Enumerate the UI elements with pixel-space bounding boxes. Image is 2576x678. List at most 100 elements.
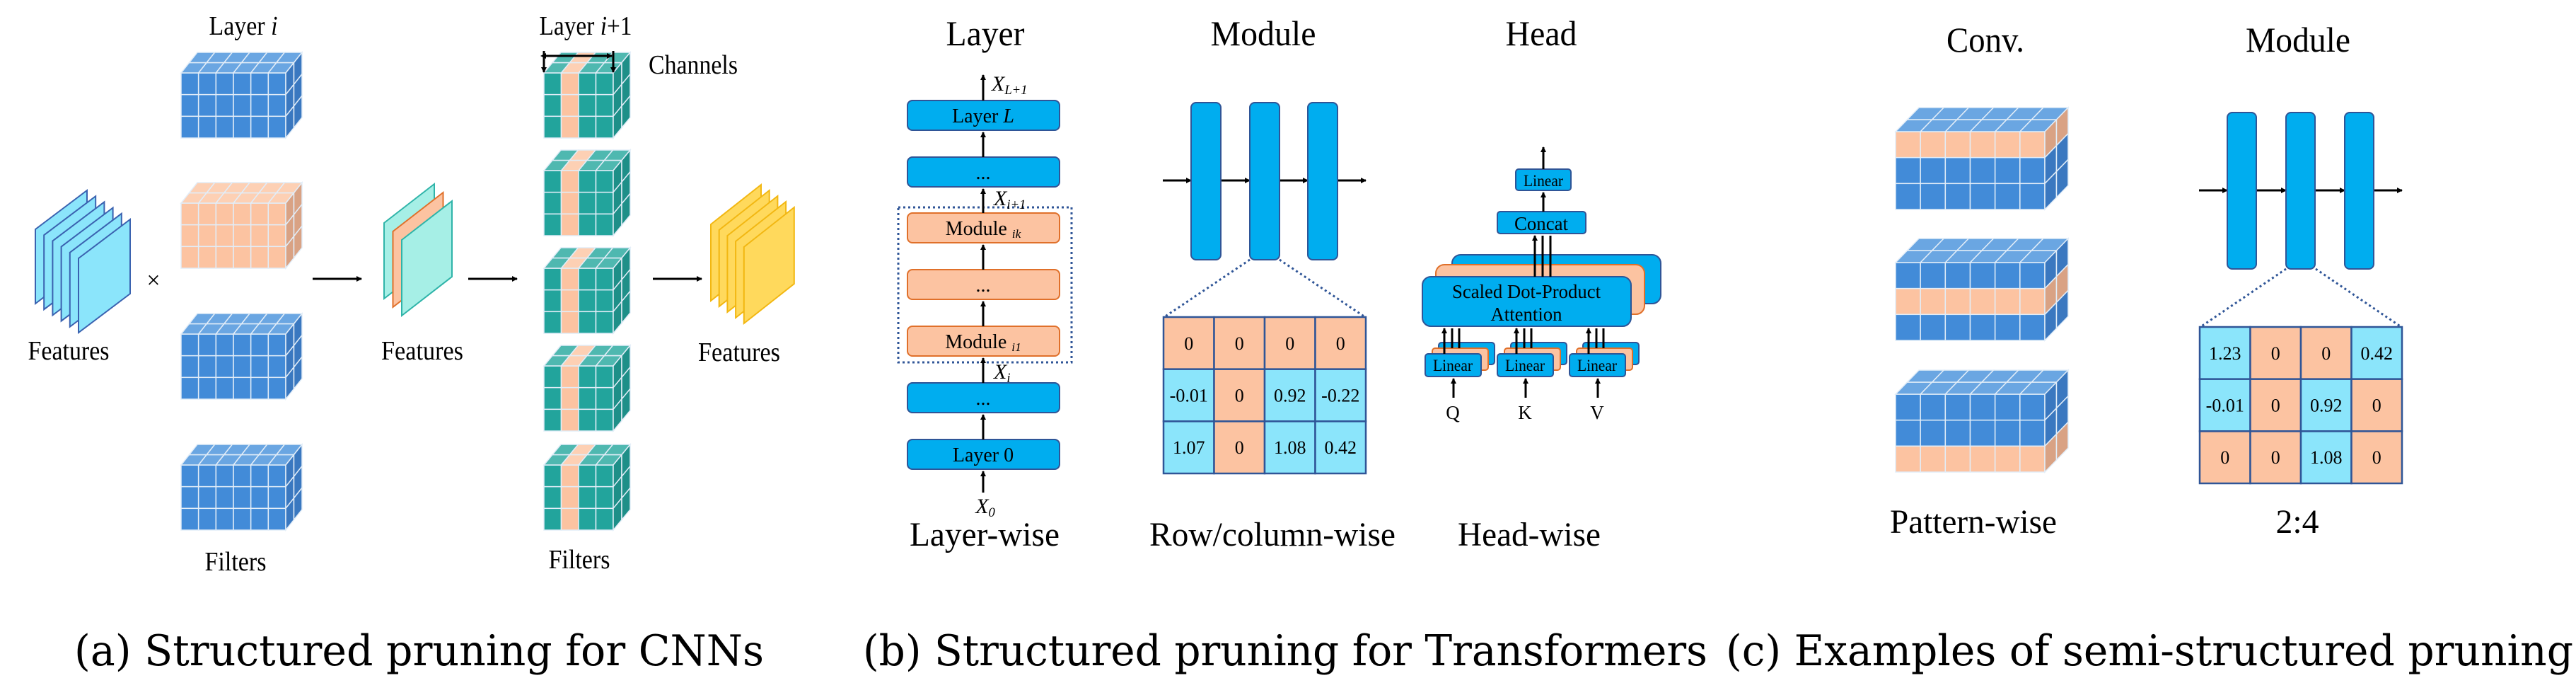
layer-i-plus-1-label: Layer i+1: [540, 11, 632, 41]
multiply-sign: ×: [146, 268, 160, 294]
layer-box: Layer 0: [907, 439, 1060, 470]
features-label-part: Features: [698, 338, 780, 367]
head-wise-label-part: Head-wise: [1458, 516, 1601, 553]
weight-value-part: 0: [1235, 386, 1244, 406]
weight-value-part: 0.42: [1325, 437, 1357, 458]
weight-value-part: 0: [2220, 447, 2229, 468]
cube-front-cell: [1994, 393, 2021, 421]
cube-front-cell: [2019, 183, 2046, 210]
zoom-guide-line: [1279, 258, 1366, 318]
cube-front-cell: [1895, 262, 1921, 289]
x-0-label: X0: [975, 495, 995, 520]
cube-front-cell: [2019, 131, 2046, 159]
channel-pruned-filter-cube: [543, 148, 632, 238]
cube-front-cell: [215, 507, 234, 531]
cube-front-cell: [1944, 183, 1971, 210]
two-four-label-part: 2:4: [2276, 503, 2319, 541]
cube-front-cell: [2019, 314, 2046, 341]
cube-front-cell: [1895, 314, 1921, 341]
cube-front-cell: [180, 115, 199, 139]
weight-value: 0: [2271, 447, 2280, 468]
cube-front-cell: [595, 311, 614, 334]
cube-front-cell: [233, 355, 252, 379]
cube-front-cell: [1920, 393, 1946, 421]
weight-value: -0.01: [1170, 386, 1208, 406]
filter-cube: [180, 311, 303, 401]
cube-front-cell: [267, 485, 286, 510]
cube-front-cell: [233, 333, 252, 357]
cube-front-cell: [1920, 419, 1946, 447]
cube-front-cell: [1944, 156, 1971, 185]
box-shape: [1422, 276, 1632, 327]
channel-pruned-filter-cube: [543, 50, 632, 140]
cube-front-cell: [578, 213, 597, 236]
linear-label-part: Linear: [1524, 172, 1563, 190]
cube-front-cell: [197, 93, 217, 117]
weight-value-part: 1.08: [1274, 437, 1306, 458]
cube-front-cell: [543, 213, 562, 236]
cube-front-cell: [180, 202, 199, 226]
cube-front-cell: [215, 224, 234, 248]
layer-wise-label: Layer-wise: [910, 516, 1060, 553]
x-0-label-part: 0: [989, 505, 996, 520]
weight-module-bar: [2344, 112, 2374, 270]
linear-front: [1425, 353, 1482, 377]
cube-front-cell: [595, 170, 614, 193]
cube-front-cell: [560, 365, 579, 389]
cube-front-cell: [215, 355, 234, 379]
cube-front-cell: [543, 115, 562, 139]
cube-front-cell: [578, 408, 597, 432]
cube-front-cell: [595, 115, 614, 139]
weight-value-part: 0: [2271, 447, 2280, 468]
weight-value: 0.92: [2310, 396, 2343, 416]
linear-label: Linear: [1577, 357, 1617, 374]
module-box: Module ik: [907, 212, 1060, 243]
cube-front-cell: [233, 246, 252, 269]
cube-front-cell: [215, 93, 234, 117]
cube-front-cell: [267, 115, 286, 139]
x-l-plus-1-label-part: X: [991, 72, 1006, 96]
caption-a-part: (a) Structured pruning for CNNs: [74, 626, 764, 676]
cube-front-cell: [595, 268, 614, 291]
cube-front-cell: [1994, 287, 2021, 316]
x-l-plus-1-label-part: L+1: [1004, 83, 1027, 98]
weight-value-part: 0: [1336, 333, 1345, 354]
intermediate-feature-maps: [383, 182, 453, 318]
box-label-part: ik: [1012, 227, 1021, 241]
filter-cube: [180, 50, 303, 140]
weight-value: 0: [2321, 343, 2331, 364]
cube-front-cell: [595, 408, 614, 432]
module-title-part: Module: [1211, 13, 1316, 53]
box-label-part: L: [1002, 105, 1014, 127]
x-l-plus-1-label: XL+1: [991, 72, 1028, 98]
weight-value: 0: [1235, 437, 1244, 458]
cube-front-cell: [197, 507, 217, 531]
cube-front-cell: [543, 93, 562, 117]
weight-value-part: 0: [1285, 333, 1294, 354]
cube-front-cell: [215, 485, 234, 510]
cube-front-cell: [267, 224, 286, 248]
caption-c: (c) Examples of semi-structured pruning: [1726, 626, 2573, 676]
cube-front-cell: [180, 93, 199, 117]
linear-label: Linear: [1505, 357, 1545, 374]
cube-front-cell: [543, 485, 562, 510]
cube-front-cell: [250, 464, 269, 488]
x-i-plus-1-label-part: i+1: [1006, 197, 1026, 212]
linear-label-part: Linear: [1577, 357, 1617, 374]
cube-front-cell: [215, 202, 234, 226]
zoom-guide-line: [1164, 258, 1251, 318]
cube-front-cell: [1895, 393, 1921, 421]
cube-front-cell: [267, 355, 286, 379]
features-label: Features: [381, 336, 463, 366]
cube-front-cell: [215, 377, 234, 400]
concat-box: Concat: [1497, 211, 1586, 234]
layer-i-plus-1-label-part: Layer: [540, 11, 601, 41]
weight-value-part: 0.92: [1274, 386, 1306, 406]
cube-front-cell: [1969, 419, 1996, 447]
cube-front-cell: [1969, 262, 1996, 289]
x-i-label: Xi: [993, 360, 1011, 386]
